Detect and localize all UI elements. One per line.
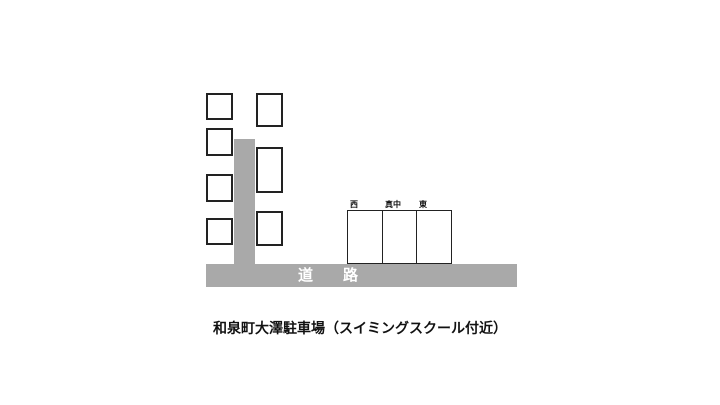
side-path xyxy=(234,139,255,265)
map-caption: 和泉町大澤駐車場（スイミングスクール付近） xyxy=(213,321,507,337)
parking-lot-west xyxy=(347,210,383,264)
building-left-2 xyxy=(206,128,233,156)
parking-lot-west-label: 西 xyxy=(350,200,358,209)
parking-lot-east-label: 東 xyxy=(419,200,427,209)
building-right-3 xyxy=(256,211,283,246)
building-left-3 xyxy=(206,174,233,202)
parking-lot-middle xyxy=(382,210,417,264)
building-right-1 xyxy=(256,93,283,127)
road-label-char-2: 路 xyxy=(343,266,359,284)
building-left-4 xyxy=(206,218,233,245)
parking-lot-east xyxy=(416,210,452,264)
building-right-2 xyxy=(256,147,283,193)
main-road xyxy=(206,264,517,287)
road-label-char-1: 道 xyxy=(298,266,314,284)
building-left-1 xyxy=(206,93,233,120)
parking-lot-middle-label: 真中 xyxy=(385,200,401,209)
